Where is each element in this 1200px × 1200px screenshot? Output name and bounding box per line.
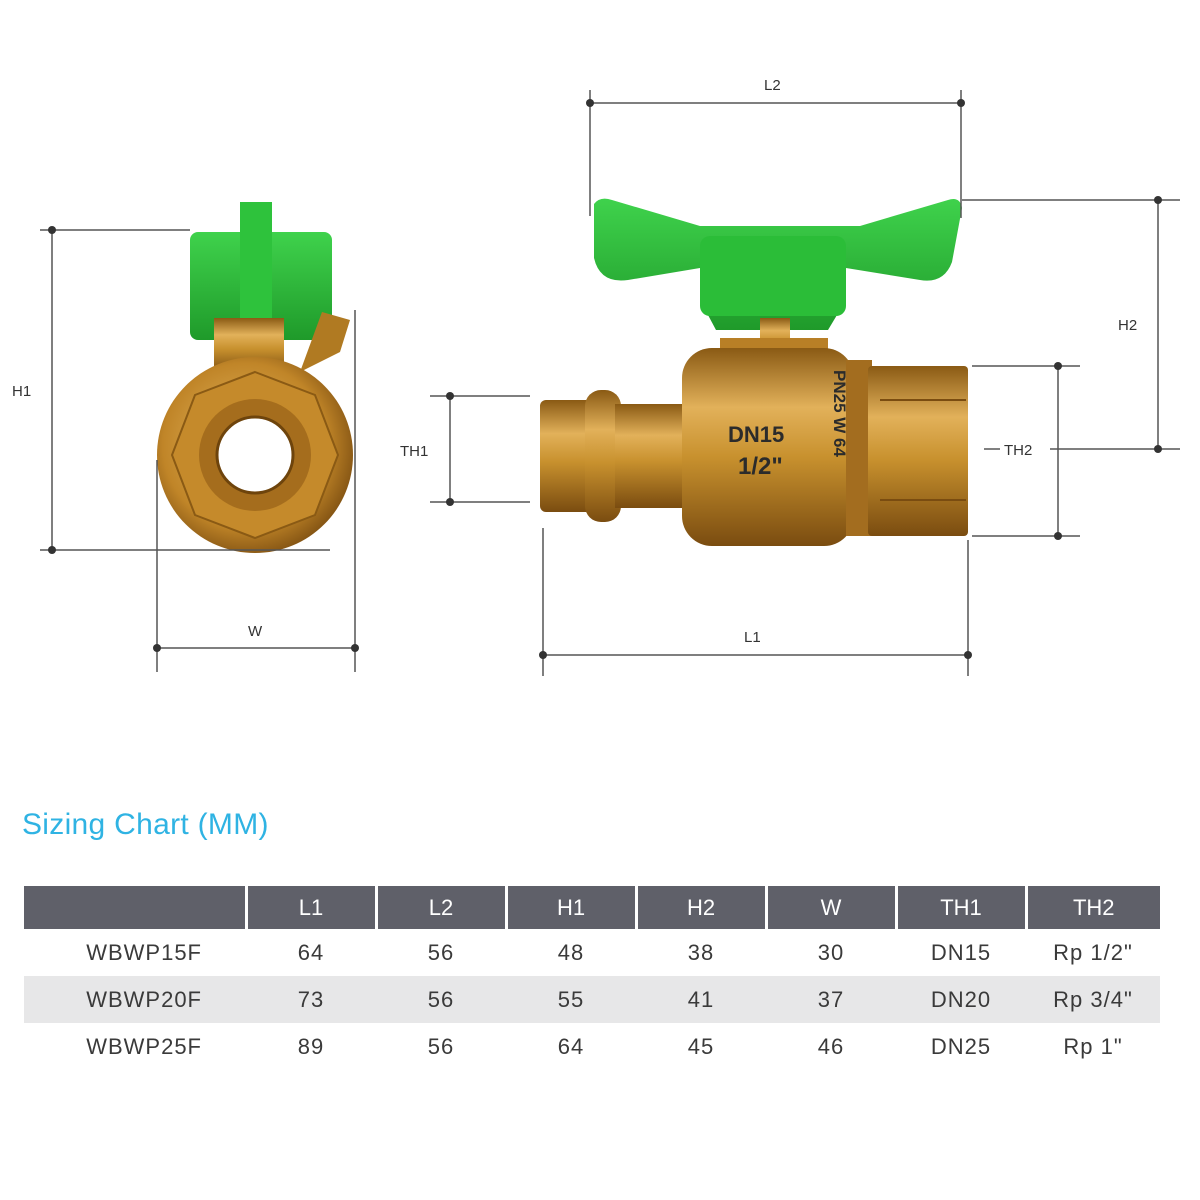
- valve-dimension-drawing: H1 W DN15 1/2" PN25 W 64: [12, 77, 1180, 676]
- end-view-valve: [157, 202, 353, 553]
- h1-dimension: [40, 226, 330, 554]
- l2-label: L2: [764, 77, 781, 94]
- side-view-valve: [540, 198, 968, 546]
- l1-label: L1: [744, 629, 761, 646]
- w-cell: 37: [766, 976, 896, 1023]
- l2-cell: 56: [427, 1033, 455, 1059]
- th1-cell: DN20: [896, 976, 1026, 1023]
- h2-label: H2: [1118, 317, 1137, 334]
- header-cell-model: [24, 886, 246, 929]
- header-cell-w: W: [764, 886, 896, 929]
- w-label: W: [248, 623, 263, 640]
- h1-cell: 55: [506, 976, 636, 1023]
- table-row: WBWP20F 73 56 55 41 37 DN20 Rp 3/4": [24, 976, 1160, 1023]
- h2-cell: 38: [687, 939, 715, 965]
- th2-cell: Rp 1": [1063, 1033, 1123, 1059]
- th2-dimension: [972, 362, 1080, 540]
- valve-size-marking: DN15: [728, 422, 784, 447]
- l2-cell: 56: [376, 976, 506, 1023]
- l1-dimension: [539, 528, 972, 676]
- valve-side-marking: PN25 W 64: [830, 370, 849, 457]
- header-cell-l1: L1: [244, 886, 376, 929]
- l2-dimension: [586, 90, 965, 218]
- th1-dimension: [430, 392, 530, 506]
- table-row: WBWP15F 64 56 48 38 30 DN15 Rp 1/2": [24, 929, 1160, 976]
- sizing-chart-title: Sizing Chart (MM): [22, 808, 269, 841]
- w-cell: 30: [817, 939, 845, 965]
- header-cell-h2: H2: [634, 886, 766, 929]
- header-cell-l2: L2: [374, 886, 506, 929]
- model-cell: WBWP25F: [86, 1033, 202, 1059]
- th1-cell: DN15: [930, 939, 992, 965]
- h2-dimension: [962, 196, 1180, 453]
- model-cell: WBWP15F: [86, 939, 202, 965]
- l1-cell: 64: [297, 939, 325, 965]
- l1-cell: 73: [246, 976, 376, 1023]
- th2-cell: Rp 1/2": [1053, 939, 1133, 965]
- sizing-chart-table: L1 L2 H1 H2 W TH1 TH2 WBWP15F 64 56 48 3…: [24, 886, 1160, 1070]
- h1-cell: 48: [557, 939, 585, 965]
- l1-cell: 89: [297, 1033, 325, 1059]
- h1-cell: 64: [557, 1033, 585, 1059]
- th1-cell: DN25: [930, 1033, 992, 1059]
- w-dimension: [153, 310, 359, 672]
- table-header-row: L1 L2 H1 H2 W TH1 TH2: [24, 886, 1160, 929]
- th2-label: TH2: [1004, 442, 1032, 459]
- header-cell-th2: TH2: [1024, 886, 1160, 929]
- h1-label: H1: [12, 383, 31, 400]
- th2-cell: Rp 3/4": [1026, 976, 1160, 1023]
- h2-cell: 45: [687, 1033, 715, 1059]
- l2-cell: 56: [427, 939, 455, 965]
- table-row: WBWP25F 89 56 64 45 46 DN25 Rp 1": [24, 1023, 1160, 1070]
- model-cell: WBWP20F: [24, 976, 246, 1023]
- h2-cell: 41: [636, 976, 766, 1023]
- w-cell: 46: [817, 1033, 845, 1059]
- valve-inch-marking: 1/2": [738, 453, 783, 480]
- th1-label: TH1: [400, 443, 428, 460]
- header-cell-h1: H1: [504, 886, 636, 929]
- header-cell-th1: TH1: [894, 886, 1026, 929]
